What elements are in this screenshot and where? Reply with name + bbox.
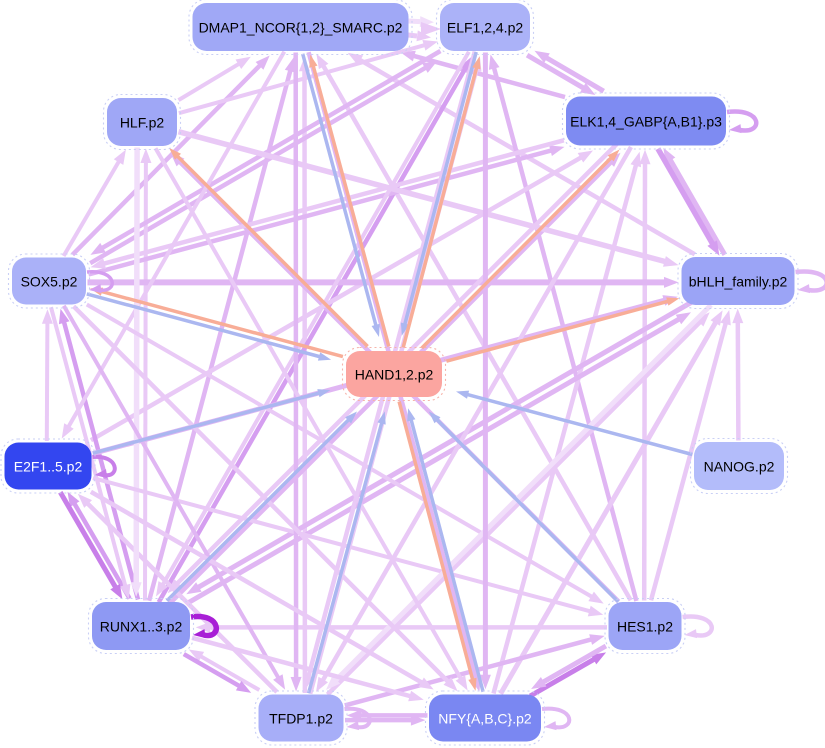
svg-text:TFDP1.p2: TFDP1.p2: [269, 711, 333, 727]
svg-text:ELK1,4_GABP{A,B1}.p3: ELK1,4_GABP{A,B1}.p3: [570, 114, 722, 130]
svg-text:HES1.p2: HES1.p2: [617, 619, 673, 635]
svg-text:bHLH_family.p2: bHLH_family.p2: [689, 274, 788, 290]
svg-text:ELF1,2,4.p2: ELF1,2,4.p2: [447, 20, 523, 36]
svg-text:SOX5.p2: SOX5.p2: [21, 274, 78, 290]
svg-text:DMAP1_NCOR{1,2}_SMARC.p2: DMAP1_NCOR{1,2}_SMARC.p2: [199, 20, 403, 36]
svg-text:NANOG.p2: NANOG.p2: [704, 459, 775, 475]
svg-text:HLF.p2: HLF.p2: [120, 115, 165, 131]
svg-text:NFY{A,B,C}.p2: NFY{A,B,C}.p2: [438, 711, 532, 727]
svg-text:E2F1..5.p2: E2F1..5.p2: [14, 459, 83, 475]
svg-text:HAND1,2.p2: HAND1,2.p2: [355, 367, 434, 383]
svg-text:RUNX1..3.p2: RUNX1..3.p2: [100, 619, 183, 635]
